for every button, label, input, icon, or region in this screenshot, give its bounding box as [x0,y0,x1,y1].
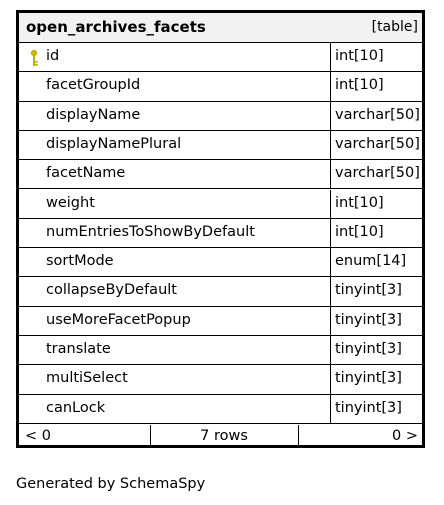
table-row: id int[10] [19,43,422,73]
table-row: weight int[10] [19,189,422,219]
table-row: canLock tinyint[3] [19,394,422,424]
column-type: tinyint[3] [335,341,402,357]
column-type: int[10] [335,77,384,94]
column-divider [330,394,331,423]
footer-divider [298,425,299,448]
column-type: int[10] [335,48,384,64]
column-type: varchar[50] [335,106,420,123]
table-row: multiSelect tinyint[3] [19,365,422,395]
column-name: translate [46,341,111,357]
column-name: collapseByDefault [46,282,177,299]
table-footer: < 0 7 rows 0 > [19,425,422,448]
table-row: facetName varchar[50] [19,160,422,190]
column-divider [330,101,331,130]
column-type: int[10] [335,194,384,211]
generator-credit: Generated by SchemaSpy [16,476,206,492]
column-name: weight [46,194,95,211]
column-divider [330,306,331,335]
table-row: displayName varchar[50] [19,101,422,131]
table-row: facetGroupId int[10] [19,72,422,102]
column-divider [330,248,331,277]
table-kind: [table] [371,19,418,35]
parents-count[interactable]: < 0 [25,428,51,444]
column-name: numEntriesToShowByDefault [46,223,255,240]
column-divider [330,277,331,306]
column-type: varchar[50] [335,135,420,152]
column-type: int[10] [335,223,384,240]
column-type: enum[14] [335,253,407,270]
column-type: tinyint[3] [335,311,402,328]
row-count: 7 rows [200,428,248,444]
column-name: facetGroupId [46,77,141,94]
footer-divider [150,425,151,448]
column-name: multiSelect [46,370,128,387]
key-icon [27,49,41,67]
column-name: useMoreFacetPopup [46,311,191,328]
column-divider [330,72,331,101]
table-name: open_archives_facets [26,18,206,36]
column-divider [330,365,331,394]
column-type: tinyint[3] [335,370,402,387]
table-row: translate tinyint[3] [19,336,422,366]
table-row: sortMode enum[14] [19,248,422,278]
column-divider [330,218,331,248]
column-name: canLock [46,399,106,416]
column-divider [330,130,331,160]
column-type: tinyint[3] [335,399,402,416]
column-name: displayName [46,106,141,123]
column-divider [330,189,331,218]
table-header: open_archives_facets [table] [19,13,422,43]
children-count[interactable]: 0 > [392,428,418,444]
table-row: numEntriesToShowByDefault int[10] [19,218,422,249]
column-name: displayNamePlural [46,135,182,152]
column-name: facetName [46,165,126,182]
table-row: useMoreFacetPopup tinyint[3] [19,306,422,336]
column-type: tinyint[3] [335,282,402,299]
column-divider [330,43,331,72]
column-name: id [46,48,60,64]
column-type: varchar[50] [335,165,420,182]
column-divider [330,336,331,365]
table-row: displayNamePlural varchar[50] [19,130,422,161]
column-name: sortMode [46,253,114,270]
column-divider [330,160,331,189]
table-row: collapseByDefault tinyint[3] [19,277,422,307]
